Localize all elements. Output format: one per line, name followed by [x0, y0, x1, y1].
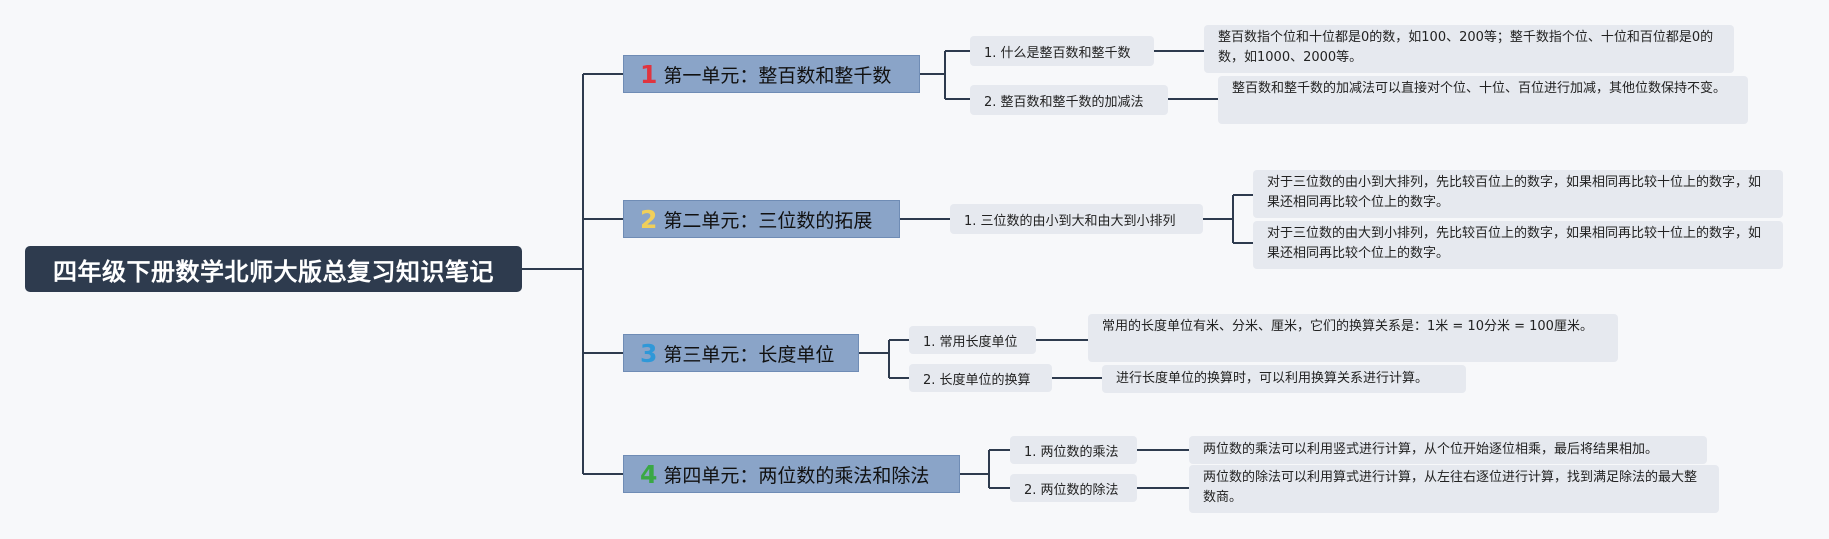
- unit-2-topic[interactable]: 2 第二单元：三位数的拓展: [623, 200, 900, 238]
- unit-1-subtopic-2-note[interactable]: 整百数和整千数的加减法可以直接对个位、十位、百位进行加减，其他位数保持不变。: [1218, 76, 1748, 124]
- subtopic-label: 2. 整百数和整千数的加减法: [984, 94, 1144, 110]
- unit-2-subtopic-1[interactable]: 1. 三位数的由小到大和由大到小排列: [950, 204, 1203, 234]
- unit-2-number: 2: [640, 204, 658, 234]
- unit-4-branch: [960, 449, 1010, 489]
- note-text: 进行长度单位的换算时，可以利用换算关系进行计算。: [1116, 371, 1429, 386]
- unit-3-subtopic-2[interactable]: 2. 长度单位的换算: [909, 364, 1052, 392]
- unit-1-subtopic-1[interactable]: 1. 什么是整百数和整千数: [970, 36, 1154, 66]
- note-text: 整百数指个位和十位都是0的数，如100、200等；整千数指个位、十位和百位都是0…: [1218, 30, 1714, 65]
- unit-4-subtopic-2-note[interactable]: 两位数的除法可以利用算式进行计算，从左往右逐位进行计算，找到满足除法的最大整数商…: [1189, 465, 1719, 513]
- unit-3-topic[interactable]: 3 第三单元：长度单位: [623, 334, 859, 372]
- unit-3-number: 3: [640, 338, 658, 368]
- unit-3-title: 第三单元：长度单位: [663, 343, 835, 366]
- unit-1-subtopic-1-note[interactable]: 整百数指个位和十位都是0的数，如100、200等；整千数指个位、十位和百位都是0…: [1204, 25, 1734, 73]
- note-text: 整百数和整千数的加减法可以直接对个位、十位、百位进行加减，其他位数保持不变。: [1232, 81, 1727, 96]
- note-text: 两位数的乘法可以利用竖式进行计算，从个位开始逐位相乘，最后将结果相加。: [1203, 442, 1659, 457]
- unit-2-topic-branch: [1203, 194, 1253, 244]
- unit-4-subtopic-1[interactable]: 1. 两位数的乘法: [1010, 436, 1137, 464]
- subtopic-label: 1. 什么是整百数和整千数: [984, 45, 1131, 61]
- unit-4-topic[interactable]: 4 第四单元：两位数的乘法和除法: [623, 455, 960, 493]
- note-text: 常用的长度单位有米、分米、厘米，它们的换算关系是：1米 = 10分米 = 100…: [1102, 319, 1593, 334]
- root-title: 四年级下册数学北师大版总复习知识笔记: [53, 257, 494, 286]
- unit-4-number: 4: [640, 459, 658, 489]
- unit-1-number: 1: [640, 59, 658, 89]
- unit-3-branch: [859, 339, 909, 379]
- unit-2-subtopic-1-note-1[interactable]: 对于三位数的由小到大排列，先比较百位上的数字，如果相同再比较十位上的数字，如果还…: [1253, 170, 1783, 218]
- note-text: 对于三位数的由大到小排列，先比较百位上的数字，如果相同再比较十位上的数字，如果还…: [1267, 226, 1762, 261]
- subtopic-label: 1. 常用长度单位: [923, 334, 1018, 350]
- unit-4-subtopic-1-note[interactable]: 两位数的乘法可以利用竖式进行计算，从个位开始逐位相乘，最后将结果相加。: [1189, 436, 1707, 464]
- note-text: 对于三位数的由小到大排列，先比较百位上的数字，如果相同再比较十位上的数字，如果还…: [1267, 175, 1762, 210]
- unit-1-topic[interactable]: 1 第一单元：整百数和整千数: [623, 55, 920, 93]
- unit-2-subtopic-1-note-2[interactable]: 对于三位数的由大到小排列，先比较百位上的数字，如果相同再比较十位上的数字，如果还…: [1253, 221, 1783, 269]
- unit-3-subtopic-2-note[interactable]: 进行长度单位的换算时，可以利用换算关系进行计算。: [1102, 365, 1466, 393]
- note-text: 两位数的除法可以利用算式进行计算，从左往右逐位进行计算，找到满足除法的最大整数商…: [1203, 470, 1698, 505]
- unit-3-subtopic-1[interactable]: 1. 常用长度单位: [909, 326, 1036, 354]
- unit-3-subtopic-1-note[interactable]: 常用的长度单位有米、分米、厘米，它们的换算关系是：1米 = 10分米 = 100…: [1088, 314, 1618, 362]
- unit-2-title: 第二单元：三位数的拓展: [663, 209, 873, 232]
- subtopic-label: 2. 两位数的除法: [1024, 482, 1119, 498]
- unit-1-branch: [920, 50, 970, 100]
- unit-4-title: 第四单元：两位数的乘法和除法: [663, 464, 930, 487]
- subtopic-label: 2. 长度单位的换算: [923, 372, 1031, 388]
- root-topic[interactable]: 四年级下册数学北师大版总复习知识笔记: [25, 246, 522, 292]
- subtopic-label: 1. 三位数的由小到大和由大到小排列: [964, 213, 1176, 229]
- unit-1-subtopic-2[interactable]: 2. 整百数和整千数的加减法: [970, 85, 1168, 115]
- subtopic-label: 1. 两位数的乘法: [1024, 444, 1119, 460]
- unit-1-title: 第一单元：整百数和整千数: [663, 64, 892, 87]
- unit-4-subtopic-2[interactable]: 2. 两位数的除法: [1010, 474, 1137, 502]
